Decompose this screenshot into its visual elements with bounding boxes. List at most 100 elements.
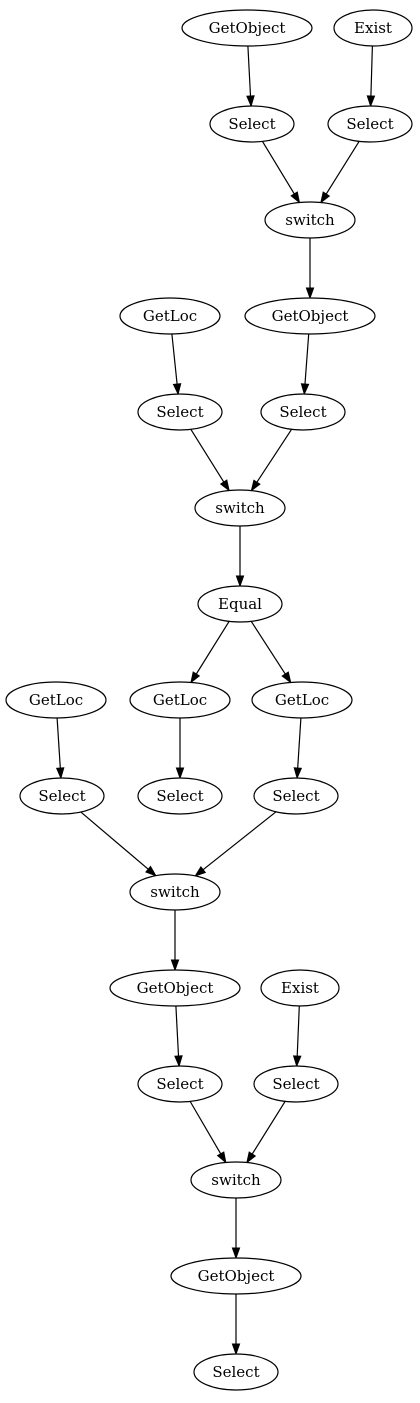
arrowhead-icon [290,191,301,204]
node-select: Select [137,1065,223,1103]
arrowhead-icon [246,1151,257,1164]
node-shape [137,393,223,431]
edge-line [251,1101,286,1155]
arrowhead-icon [219,479,230,492]
edge-n11-to-n14 [250,620,292,684]
arrowhead-icon [293,767,303,780]
node-getloc: GetLoc [129,681,231,719]
node-shape [137,777,223,815]
edge-line [247,45,252,97]
node-label: GetObject [137,979,214,997]
node-select: Select [327,105,413,143]
node-label: Select [272,1075,319,1093]
node-shape [197,585,283,623]
node-switch: switch [129,873,221,911]
node-shape [260,393,346,431]
edge-line [175,1005,180,1057]
edge-n21-to-n23 [189,1101,227,1164]
arrowhead-icon [175,767,185,780]
edge-line [195,621,230,675]
diagram-edges [55,45,376,1356]
edge-n23-to-n24 [231,1198,241,1260]
node-shape [190,1161,282,1199]
arrowhead-icon [281,671,292,684]
node-switch: switch [190,1161,282,1199]
node-shape [251,681,353,719]
node-getobject: GetObject [181,9,313,47]
node-shape [5,681,107,719]
node-label: Exist [281,979,319,997]
edge-n17-to-n18 [194,811,277,877]
edge-line [304,333,310,385]
edge-line [250,620,286,675]
node-shape [253,1065,339,1103]
node-shape [129,681,231,719]
edge-line [256,428,293,483]
arrowhead-icon [320,191,331,204]
node-label: switch [150,883,200,901]
arrowhead-icon [170,959,180,972]
edge-line [297,717,302,769]
node-exist: Exist [260,969,340,1007]
node-shape [260,969,340,1007]
edge-n7-to-n9 [300,333,310,396]
node-getobject: GetObject [170,1257,302,1295]
node-label: Exist [354,19,392,37]
node-getloc: GetLoc [251,681,353,719]
node-label: Select [38,787,85,805]
arrowhead-icon [305,287,315,300]
edge-n4-to-n5 [320,141,360,204]
node-shape [264,201,356,239]
node-shape [109,969,241,1007]
edge-n12-to-n15 [55,717,65,780]
node-select: Select [253,1065,339,1103]
node-shape [137,1065,223,1103]
edge-line [296,1005,300,1057]
arrowhead-icon [231,1343,241,1356]
edge-line [80,811,149,870]
node-label: switch [215,499,265,517]
node-label: Select [228,115,275,133]
edge-line [56,717,61,769]
edge-n15-to-n18 [80,811,157,877]
node-label: GetLoc [29,691,83,709]
node-exist: Exist [333,9,413,47]
node-label: Select [279,403,326,421]
node-label: Select [272,787,319,805]
edge-n1-to-n3 [246,45,255,108]
node-getobject: GetObject [109,969,241,1007]
node-label: Select [156,787,203,805]
arrowhead-icon [246,95,255,108]
node-shape [209,105,295,143]
arrowhead-icon [145,865,157,877]
node-shape [170,1257,302,1295]
node-select: Select [260,393,346,431]
node-label: Equal [218,595,262,613]
node-label: Select [346,115,393,133]
node-label: GetLoc [275,691,329,709]
node-shape [129,873,221,911]
node-label: GetObject [272,307,349,325]
node-shape [181,9,313,47]
edge-line [190,429,225,483]
arrowhead-icon [216,1151,227,1164]
edge-n8-to-n10 [190,429,230,492]
node-select: Select [19,777,105,815]
node-label: Select [212,1363,259,1381]
arrowhead-icon [366,95,376,108]
node-label: Select [156,1075,203,1093]
node-label: switch [285,211,335,229]
node-shape [333,9,413,47]
arrowhead-icon [292,1055,302,1068]
edge-line [202,811,277,871]
edge-n9-to-n10 [250,428,293,492]
edge-line [325,141,360,195]
arrowhead-icon [190,671,201,684]
arrowhead-icon [300,383,310,396]
edge-line [189,1101,222,1155]
arrowhead-icon [231,1247,241,1260]
node-select: Select [137,777,223,815]
node-label: GetObject [198,1267,275,1285]
node-label: GetObject [209,19,286,37]
node-label: switch [211,1171,261,1189]
